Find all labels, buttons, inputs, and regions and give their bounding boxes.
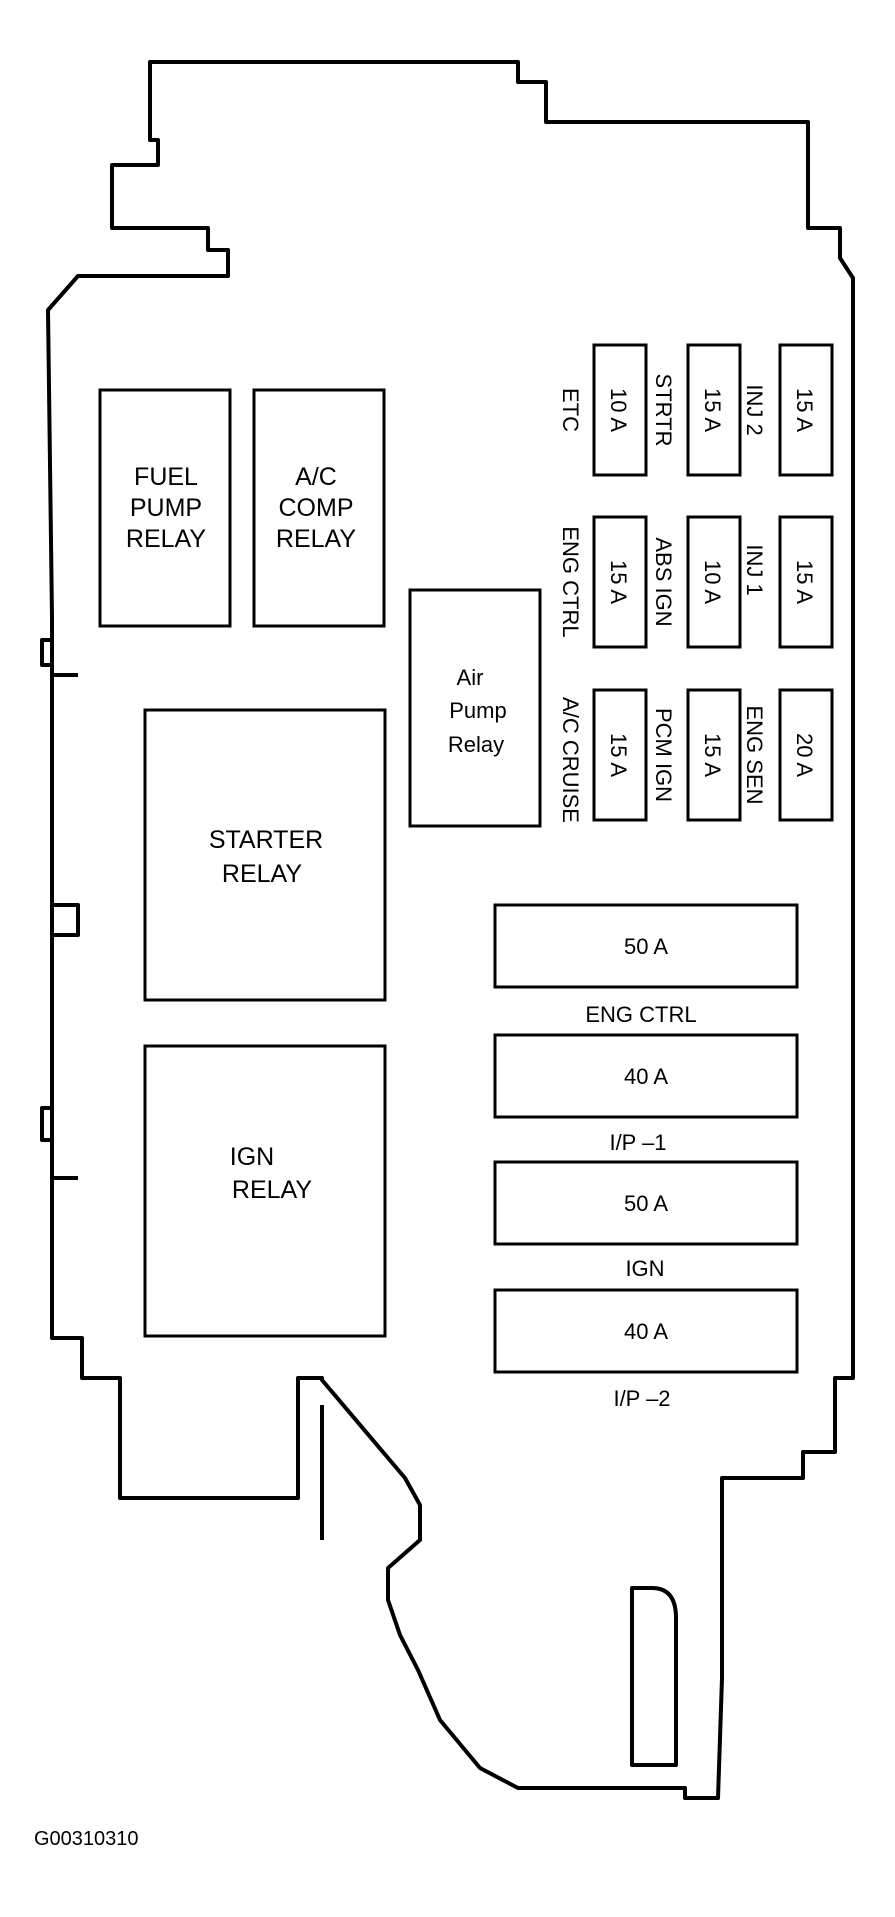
fuse-name: INJ 2 [742,384,767,435]
fuel-pump-relay [98,388,232,628]
fuse-rating: 10 A [700,560,725,604]
fuse-rating: 50 A [624,1191,668,1216]
air-pump-relay-line2: Pump [449,698,506,723]
fuse-box-outline [46,60,855,1800]
fuse-rating: 15 A [606,560,631,604]
fuse-name: ETC [558,388,583,432]
mini-fuse-etc: 10 A ETC [558,343,648,477]
fuse-name: A/C CRUISE [558,697,583,823]
mini-fuse-abs-ign: 10 A ABS IGN [651,515,742,649]
starter-relay-line2: RELAY [222,860,302,888]
left-tab-2 [50,895,80,955]
air-pump-relay-line1: Air [457,665,484,690]
mini-fuse-eng-sen: 20 A ENG SEN [742,688,834,822]
maxi-fuse-ign: 50 A IGN [493,1160,799,1281]
ac-comp-relay-line3: RELAY [276,525,356,553]
fuse-rating: 40 A [624,1064,668,1089]
mini-fuse-inj2: 15 A INJ 2 [742,343,834,477]
starter-relay-line1: STARTER [209,826,323,854]
ac-comp-relay [252,388,386,628]
fuse-rating: 15 A [792,388,817,432]
mini-fuse-inj1: 15 A INJ 1 [742,515,834,649]
fuse-rating: 10 A [606,388,631,432]
fuse-name: ENG CTRL [558,526,583,637]
fuse-name: PCM IGN [651,708,676,802]
ac-comp-relay-line1: A/C [295,463,337,491]
left-tab-1 [40,618,78,677]
fuse-name: INJ 1 [742,544,767,595]
fuel-pump-relay-line1: FUEL [134,463,198,491]
mini-fuse-pcm-ign: 15 A PCM IGN [651,688,742,822]
fuel-pump-relay-line3: RELAY [126,525,206,553]
mini-fuse-ac-cruise: 15 A A/C CRUISE [558,688,648,823]
air-pump-relay-line3: Relay [448,732,504,757]
ign-relay-line1: IGN [230,1143,274,1171]
fuse-name: ABS IGN [651,537,676,626]
maxi-fuse-eng-ctrl: 50 A ENG CTRL [493,903,799,1027]
fuse-name: STRTR [651,374,676,447]
fuse-rating: 40 A [624,1319,668,1344]
left-tab-3 [40,1106,78,1180]
fuse-name: ENG CTRL [585,1002,696,1027]
fuse-name: I/P –1 [609,1130,666,1155]
fuse-rating: 15 A [792,560,817,604]
maxi-fuse-ip-2: 40 A I/P –2 [493,1288,799,1411]
fuse-name: ENG SEN [742,705,767,804]
fuse-rating: 15 A [700,388,725,432]
fuse-rating: 20 A [792,733,817,777]
starter-relay [143,708,387,1002]
ign-relay-line2: RELAY [232,1176,312,1204]
bottom-right-opening [630,1586,678,1767]
mini-fuse-eng-ctrl: 15 A ENG CTRL [558,515,648,649]
air-pump-relay [408,588,542,828]
mini-fuse-strtr: 15 A STRTR [651,343,742,477]
figure-code: G00310310 [34,1828,139,1850]
fuse-rating: 15 A [700,733,725,777]
ign-relay [143,1044,387,1338]
fuel-pump-relay-line2: PUMP [130,494,202,522]
fuse-rating: 50 A [624,934,668,959]
fuse-name: IGN [625,1256,664,1281]
fuse-rating: 15 A [606,733,631,777]
ac-comp-relay-line2: COMP [279,494,354,522]
fuse-name: I/P –2 [613,1386,670,1411]
maxi-fuse-ip-1: 40 A I/P –1 [493,1033,799,1155]
